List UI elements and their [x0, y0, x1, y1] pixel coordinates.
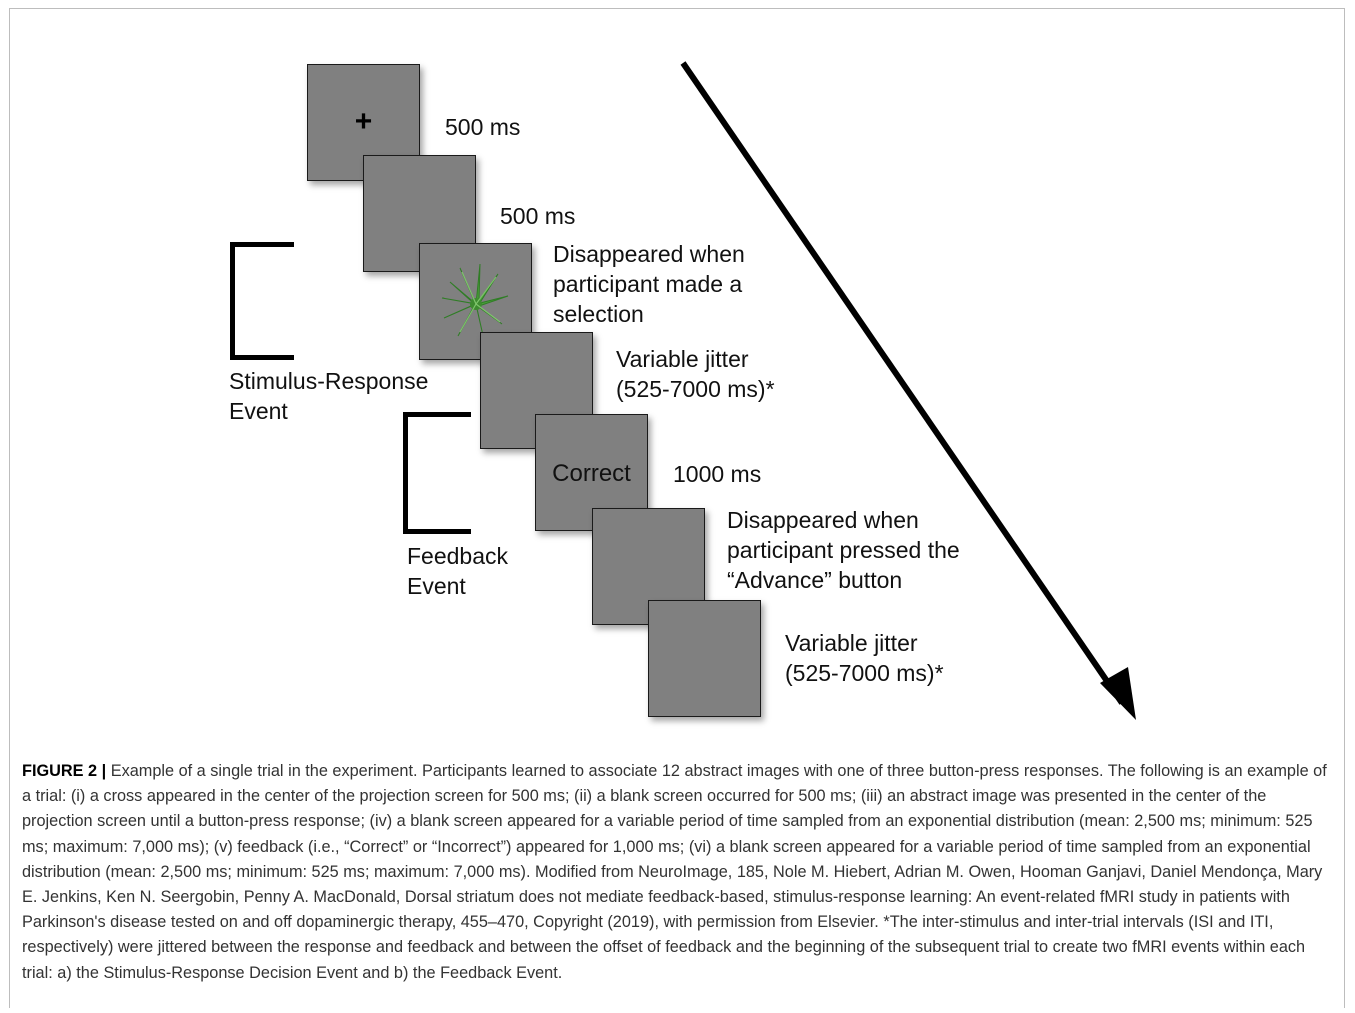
- arrow-down-right-icon: [680, 61, 1136, 720]
- stimulus-response-event-label: Stimulus-Response Event: [229, 368, 429, 424]
- feedback-bracket: [403, 412, 471, 534]
- fixation-cross: +: [354, 105, 373, 138]
- stimulus-response-bracket: [230, 242, 294, 360]
- abstract-plant-icon: [441, 263, 509, 341]
- timing-label-4: Variable jitter (525-7000 ms)*: [616, 346, 775, 402]
- feedback-event-label: Feedback Event: [407, 543, 509, 599]
- caption-text: Example of a single trial in the experim…: [22, 762, 1327, 982]
- figure-caption: FIGURE 2 | Example of a single trial in …: [22, 759, 1340, 986]
- figure-frame: [9, 8, 1345, 1008]
- timing-label-2: 500 ms: [500, 203, 576, 229]
- timing-label-3: Disappeared when participant made a sele…: [553, 241, 745, 327]
- feedback-text: Correct: [552, 460, 631, 487]
- blank-screen-4: [648, 600, 761, 717]
- timing-label-7: Variable jitter (525-7000 ms)*: [785, 630, 944, 686]
- timing-label-1: 500 ms: [445, 114, 521, 140]
- figure-label: FIGURE 2 |: [22, 762, 107, 780]
- timing-label-6: Disappeared when participant pressed the…: [727, 507, 960, 593]
- timing-label-5: 1000 ms: [673, 461, 762, 487]
